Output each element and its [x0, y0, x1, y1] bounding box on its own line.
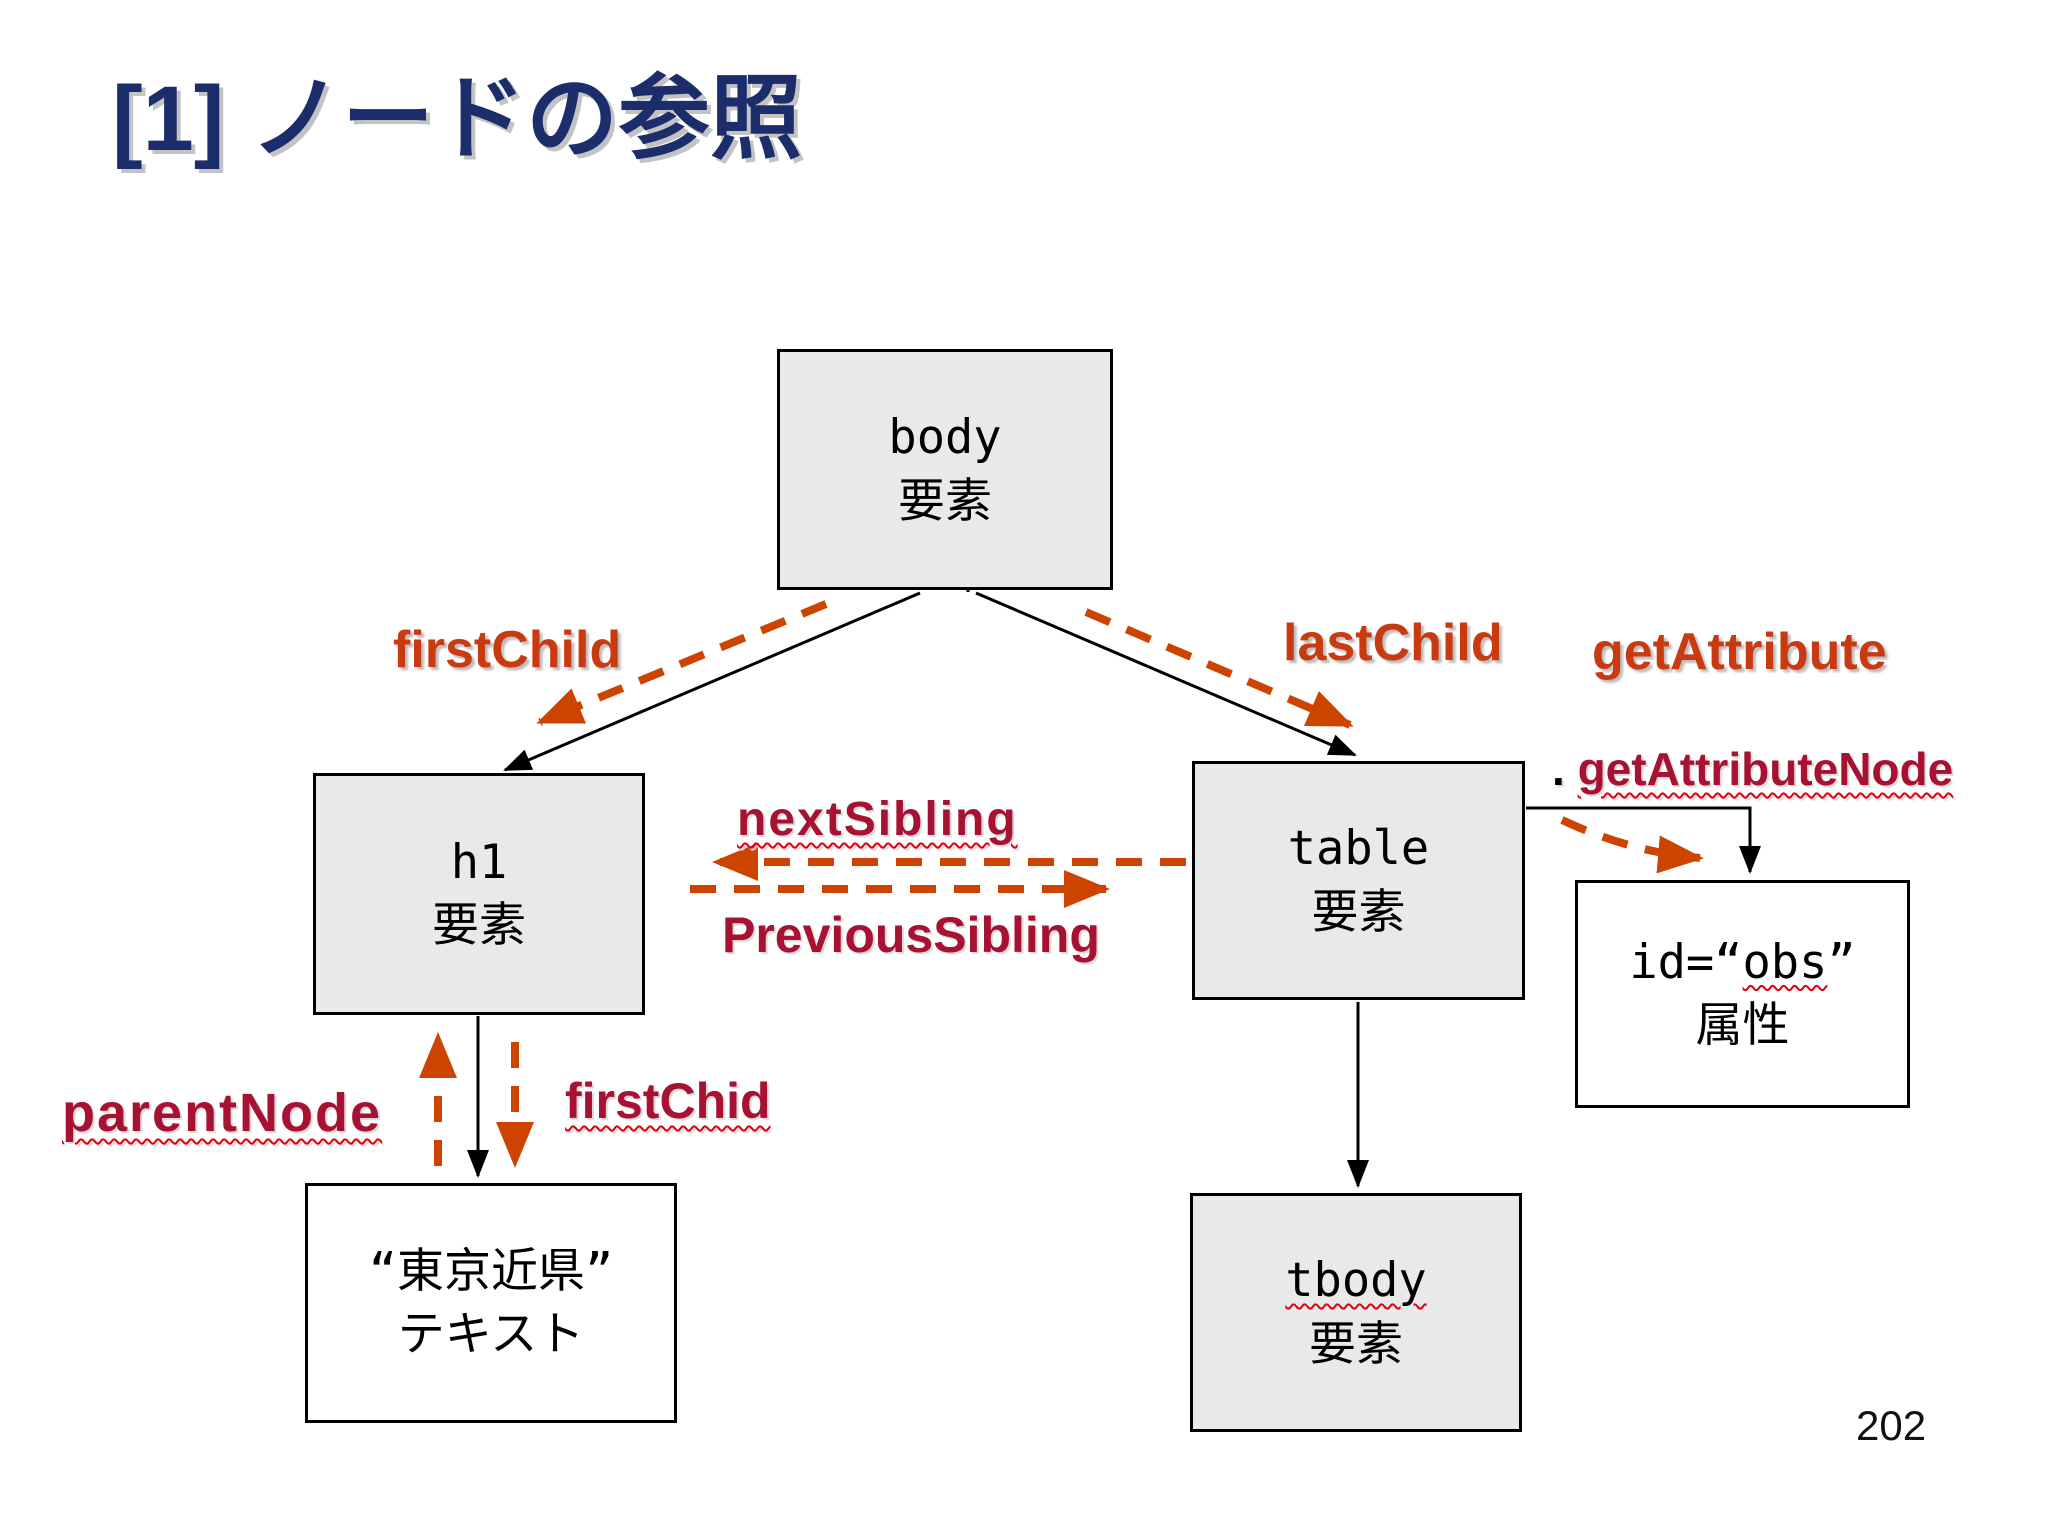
node-h1-element: h1 要素 [313, 773, 645, 1015]
node-text-line1: “東京近県” [368, 1243, 614, 1299]
attr-id-suffix: ” [1827, 934, 1856, 990]
label-firstchid: firstChid [565, 1073, 771, 1129]
slide-title: [1] ノードの参照 [112, 68, 803, 170]
node-tbody-element: tbody 要素 [1190, 1193, 1522, 1432]
node-table-element: table 要素 [1192, 761, 1525, 1000]
label-lastchild: lastChild [1283, 614, 1503, 672]
node-body-element: body 要素 [777, 349, 1113, 590]
node-tbody-line2: 要素 [1309, 1316, 1403, 1372]
node-h1-line1: h1 [450, 834, 508, 890]
arrow-getattributenode [1560, 816, 1704, 874]
node-attr-obs: id=“obs” 属性 [1575, 880, 1910, 1108]
label-getattributenode-dot: . [1552, 743, 1565, 795]
label-getattributenode: . getAttributeNode [1552, 742, 1953, 796]
label-getattributenode-text: getAttributeNode [1577, 743, 1954, 795]
attr-id-value: obs [1742, 934, 1828, 990]
node-text-line2: テキスト [397, 1307, 585, 1362]
node-body-line2: 要素 [898, 473, 992, 529]
label-firstchild: firstChild [393, 621, 622, 679]
node-text-node: “東京近県” テキスト [305, 1183, 677, 1423]
page-number: 202 [1856, 1402, 1927, 1449]
label-nextsibling: nextSibling [737, 793, 1018, 846]
node-body-line1: body [888, 410, 1002, 466]
arrow-table-to-attr [1526, 806, 1761, 874]
node-attr-line1: id=“obs” [1629, 931, 1855, 994]
label-getattribute: getAttribute [1592, 623, 1887, 681]
node-table-line1: table [1287, 821, 1430, 877]
node-attr-line2: 属性 [1695, 998, 1790, 1053]
node-h1-line2: 要素 [432, 898, 526, 953]
node-tbody-line1: tbody [1285, 1253, 1427, 1309]
node-table-line2: 要素 [1311, 884, 1406, 940]
label-previoussibling: PreviousSibling [722, 907, 1100, 963]
label-parentnode: parentNode [62, 1083, 383, 1143]
attr-id-prefix: id=“ [1629, 934, 1743, 990]
